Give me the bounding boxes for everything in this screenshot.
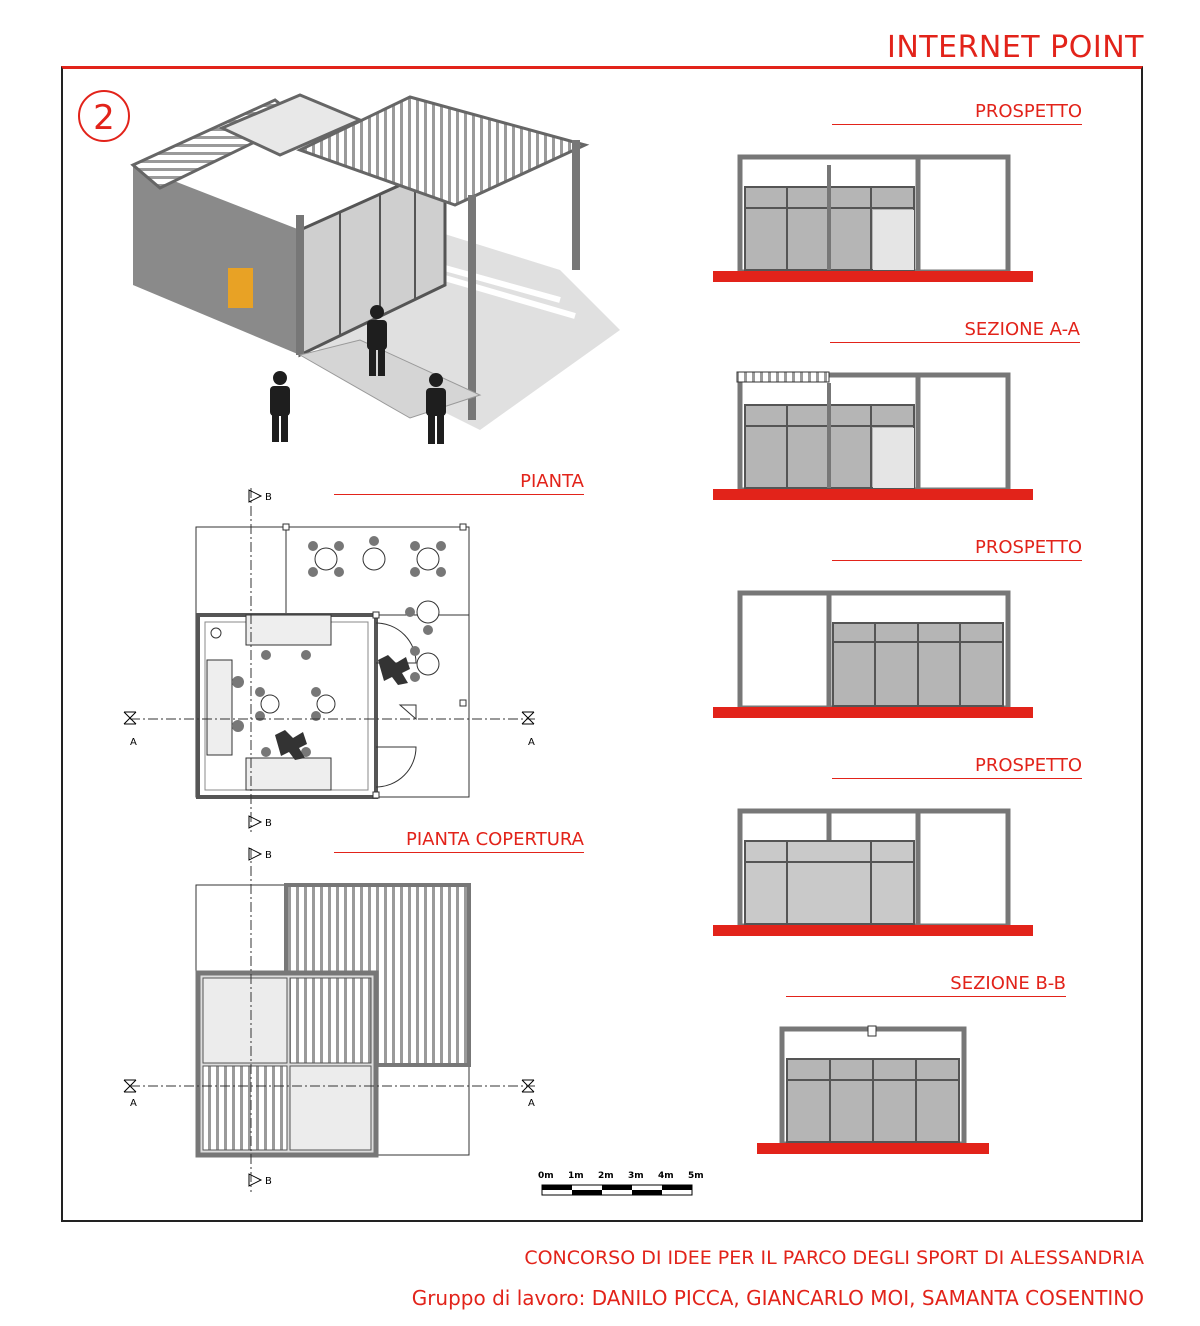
label-prospetto-3: PROSPETTO bbox=[832, 755, 1082, 779]
plan-drawing bbox=[130, 488, 535, 832]
label-prospetto-2: PROSPETTO bbox=[832, 537, 1082, 561]
footer-competition-title: CONCORSO DI IDEE PER IL PARCO DEGLI SPOR… bbox=[524, 1247, 1144, 1269]
scale-tick-2: 2m bbox=[598, 1171, 614, 1181]
elevation-prospetto-3 bbox=[713, 808, 1033, 936]
scale-tick-4: 4m bbox=[658, 1171, 674, 1181]
label-pianta-copertura: PIANTA COPERTURA bbox=[334, 829, 584, 853]
section-aa-drawing bbox=[713, 371, 1033, 500]
sheet-number-badge: 2 bbox=[78, 90, 130, 142]
marker-b-top-plan: B bbox=[265, 492, 272, 503]
marker-a-left-roof: A bbox=[130, 1098, 137, 1109]
marker-a-left-plan: A bbox=[130, 737, 137, 748]
perspective-render bbox=[130, 93, 620, 444]
scale-bar bbox=[541, 1184, 693, 1196]
elevation-prospetto-1 bbox=[713, 154, 1033, 282]
marker-b-bottom-plan: B bbox=[265, 818, 272, 829]
scale-tick-5: 5m bbox=[688, 1171, 704, 1181]
footer-team-credits: Gruppo di lavoro: DANILO PICCA, GIANCARL… bbox=[411, 1286, 1144, 1310]
scale-tick-3: 3m bbox=[628, 1171, 644, 1181]
marker-a-right-roof: A bbox=[528, 1098, 535, 1109]
marker-b-bottom-roof: B bbox=[265, 1176, 272, 1187]
page-title: INTERNET POINT bbox=[887, 30, 1144, 65]
label-sezione-aa: SEZIONE A-A bbox=[830, 319, 1080, 343]
label-sezione-bb: SEZIONE B-B bbox=[786, 973, 1066, 997]
marker-b-top-roof: B bbox=[265, 850, 272, 861]
section-bb-drawing bbox=[757, 1025, 989, 1154]
label-prospetto-1: PROSPETTO bbox=[832, 101, 1082, 125]
scale-tick-0: 0m bbox=[538, 1171, 554, 1181]
scale-tick-1: 1m bbox=[568, 1171, 584, 1181]
drawing-sheet-frame bbox=[61, 66, 1143, 1222]
roof-plan-drawing bbox=[130, 848, 535, 1192]
elevation-prospetto-2 bbox=[713, 590, 1033, 718]
label-pianta: PIANTA bbox=[334, 471, 584, 495]
marker-a-right-plan: A bbox=[528, 737, 535, 748]
